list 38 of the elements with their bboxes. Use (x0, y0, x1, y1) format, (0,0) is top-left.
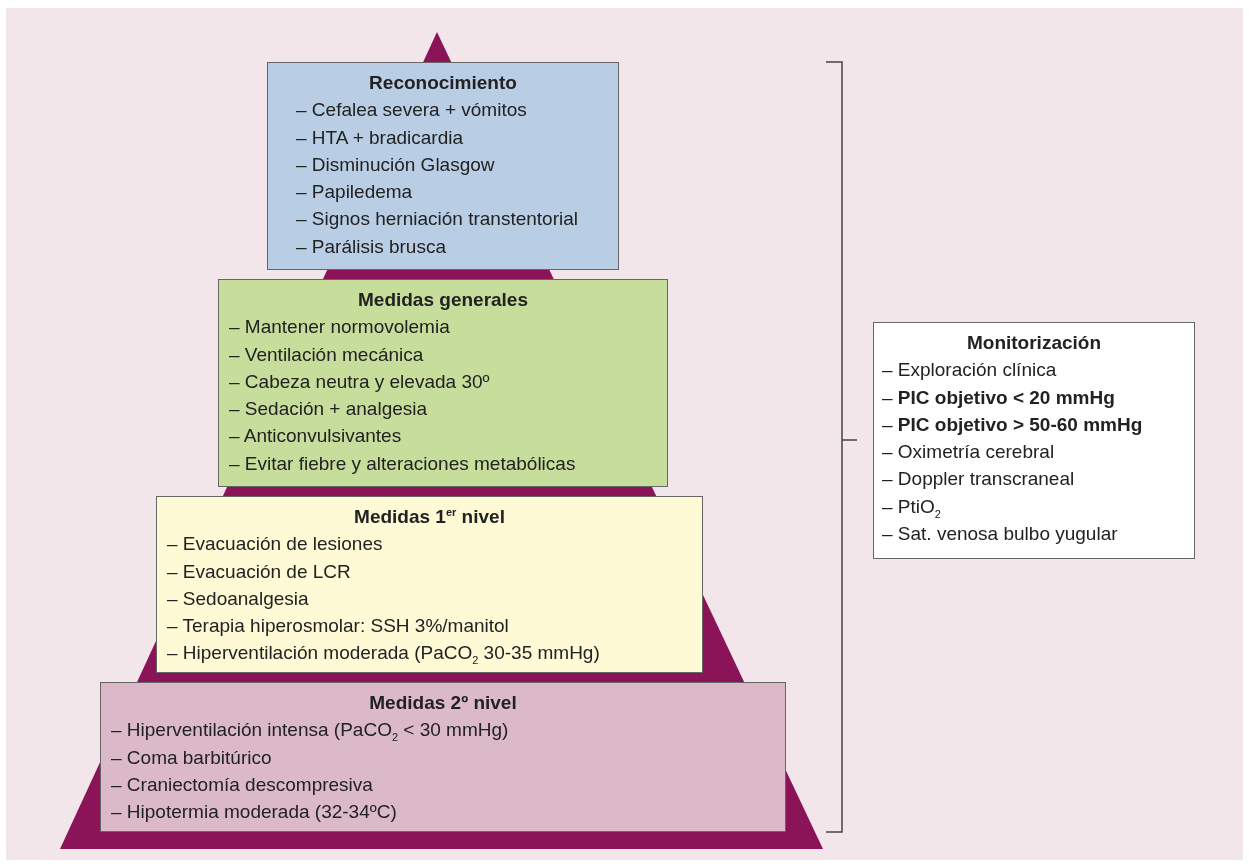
text-box (267, 62, 619, 270)
list-item: – Doppler transcraneal (882, 467, 1076, 492)
list-item: – Anticonvulsivantes (229, 424, 403, 449)
list-item: – Exploración clínica (882, 358, 1058, 383)
list-item: – Disminución Glasgow (296, 152, 496, 177)
list-item: – Evacuación de lesiones (167, 532, 384, 557)
text-box (156, 496, 703, 673)
list-item: – Sedación + analgesia (229, 397, 429, 422)
list-item: – Cefalea severa + vómitos (296, 98, 528, 123)
box-heading: Medidas 2º nivel (368, 691, 518, 715)
list-item: – Hipotermia moderada (32-34ºC) (111, 800, 398, 825)
list-item: – Coma barbitúrico (111, 745, 273, 770)
list-item: – Hiperventilación moderada (PaCO$_{2}$ 30-35 mmHg) (167, 641, 601, 667)
list-item: – PIC objetivo > 50-60 mmHg (882, 412, 1144, 437)
list-item: – Mantener normovolemia (229, 315, 451, 340)
list-item: – Oximetría cerebral (882, 440, 1056, 465)
list-item: – Evitar fiebre y alteraciones metabólicas (229, 451, 577, 476)
list-item: – Sat. venosa bulbo yugular (882, 522, 1119, 547)
list-item: – Ventilación mecánica (229, 342, 425, 367)
list-item: – Terapia hiperosmolar: SSH 3%/manitol (167, 614, 510, 639)
box-heading: Medidas 1$^{er}$ nivel (353, 504, 506, 529)
list-item: – PtiO$_{2}$ (882, 494, 942, 521)
list-item: – Craniectomía descompresiva (111, 772, 374, 797)
list-item: – Hiperventilación intensa (PaCO$_{2}$ < 30 mmHg) (111, 718, 510, 744)
box-heading: Monitorización (965, 331, 1103, 355)
list-item: – Papiledema (296, 180, 414, 205)
box-heading: Medidas generales (357, 288, 529, 312)
text-box (100, 682, 786, 832)
list-item: – Sedoanalgesia (167, 586, 310, 611)
list-item: – Signos herniación transtentorial (296, 207, 579, 232)
list-item: – Parálisis brusca (296, 234, 447, 259)
list-item: – PIC objetivo < 20 mmHg (882, 385, 1116, 410)
text-box (218, 279, 668, 487)
text-box (873, 322, 1195, 559)
list-item: – HTA + bradicardia (296, 125, 465, 150)
list-item: – Evacuación de LCR (167, 559, 352, 584)
box-heading: Reconocimiento (368, 71, 518, 95)
list-item: – Cabeza neutra y elevada 30º (229, 369, 491, 394)
